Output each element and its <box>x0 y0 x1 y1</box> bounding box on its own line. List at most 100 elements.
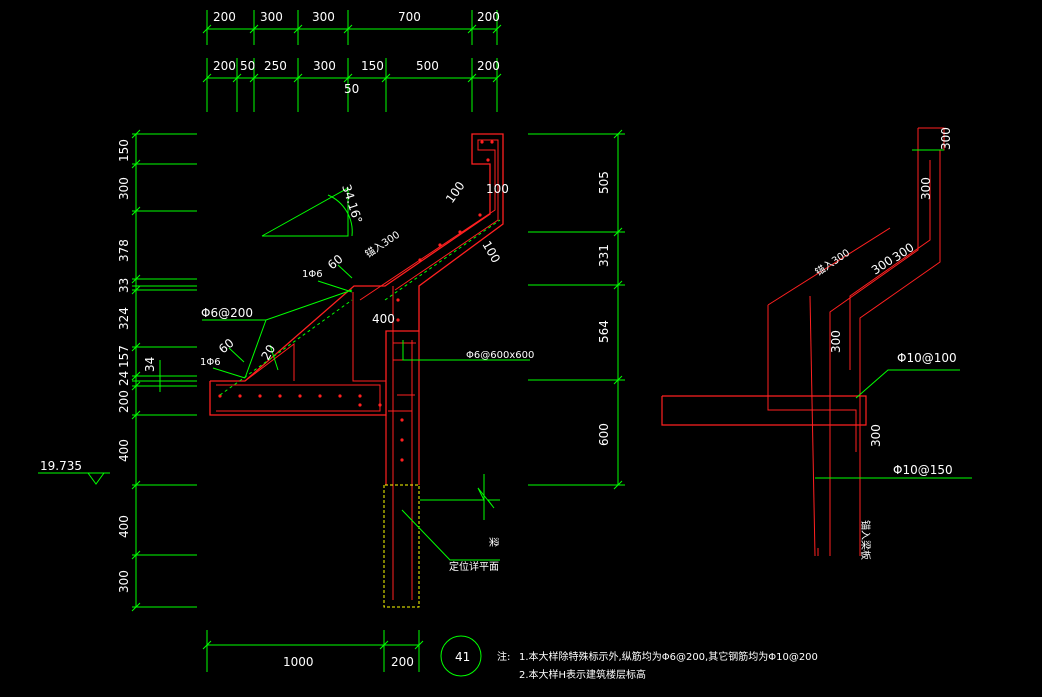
rebar-dot <box>480 140 484 144</box>
dim-label: 200 <box>391 655 414 669</box>
detail-slab-outline <box>661 395 867 426</box>
break-line <box>420 487 500 509</box>
dim-label: 34 <box>143 357 157 372</box>
dimension-tick <box>414 640 424 650</box>
rebar-label-phi6-grid: Φ6@600x600 <box>466 350 534 361</box>
dim-label: 50 <box>344 82 359 96</box>
rebar-dot <box>478 213 482 217</box>
detail-rebar-inner <box>859 150 941 556</box>
dimension-tick <box>131 381 141 391</box>
detail-rebar-slope <box>767 227 891 306</box>
dim-label: 200 <box>117 390 131 413</box>
dim-label: 200 <box>477 10 500 24</box>
slope-triangle <box>261 187 349 237</box>
dimension-tick <box>613 375 623 385</box>
dim-400: 400 <box>372 312 395 326</box>
detail-rebar-phi10-100: Φ10@100 <box>897 351 957 365</box>
dim-label: 24 <box>117 371 131 386</box>
roof-angle-label: 34.16° <box>339 183 365 226</box>
dim-label: 300 <box>117 177 131 200</box>
dim-label: 33 <box>117 278 131 293</box>
joint-rebar <box>388 410 413 440</box>
dimension-tick <box>343 73 353 83</box>
bottom-dimension-row: 1000 200 <box>283 655 414 669</box>
dim-label: 378 <box>117 239 131 262</box>
detail-dim-300-mid: 300 <box>829 330 843 353</box>
dimension-tick <box>467 24 477 34</box>
anchorage-label: 锚入300 <box>363 229 402 261</box>
dim-label: 331 <box>597 244 611 267</box>
detail-mark-number: 41 <box>455 650 470 664</box>
detail-embed-label: 锚入梁板 <box>859 520 872 560</box>
notes-line-2: 2.本大样H表示建筑楼层标高 <box>519 668 646 681</box>
dim-label: 200 <box>213 10 236 24</box>
dim-label: 250 <box>264 59 287 73</box>
rebar-dot <box>378 403 382 407</box>
rebar-dot <box>358 394 362 398</box>
dimension-tick <box>131 342 141 352</box>
rebar-dot <box>218 394 222 398</box>
dimension-tick <box>202 73 212 83</box>
detail-mark-circle <box>440 635 482 677</box>
right-dimension-column: 505 331 564 600 <box>597 171 611 446</box>
beam-outline <box>383 484 420 608</box>
rebar-dot <box>396 298 400 302</box>
dimension-tick <box>492 24 502 34</box>
gutter-rebar <box>359 139 499 301</box>
dim-label: 1000 <box>283 655 314 669</box>
dimension-tick <box>293 73 303 83</box>
dimension-tick <box>613 227 623 237</box>
dimension-tick <box>249 24 259 34</box>
dimension-tick <box>467 73 477 83</box>
rebar-label-1phi6-top: 1Φ6 <box>302 269 323 280</box>
dimension-tick <box>131 602 141 612</box>
dimension-tick <box>249 73 259 83</box>
dim-label: 324 <box>117 307 131 330</box>
dim-label: 700 <box>398 10 421 24</box>
dimension-tick <box>131 206 141 216</box>
dim-100-b: 100 <box>486 182 509 196</box>
dimension-tick <box>131 274 141 284</box>
dim-label: 300 <box>117 570 131 593</box>
dimension-tick <box>131 480 141 490</box>
locate-per-plan-label: 定位详平面 <box>449 560 499 573</box>
dim-label: 505 <box>597 171 611 194</box>
slab-rebar <box>216 384 381 412</box>
rebar-label-phi6-200: Φ6@200 <box>201 306 253 320</box>
dimension-tick <box>131 159 141 169</box>
leader-phi6-grid <box>402 340 530 361</box>
dimension-tick <box>131 550 141 560</box>
detail-dim-300-top: 300 <box>939 127 953 150</box>
detail-dim-300-low: 300 <box>869 424 883 447</box>
dimension-tick <box>613 480 623 490</box>
dim-label: 50 <box>240 59 255 73</box>
rebar-dot <box>298 394 302 398</box>
dim-label: 150 <box>117 139 131 162</box>
detail-dim-300-vert: 300 <box>919 177 933 200</box>
detail-rebar-mid <box>849 160 931 370</box>
dim-label: 600 <box>597 423 611 446</box>
rebar-dot <box>438 243 442 247</box>
rebar-dot <box>400 418 404 422</box>
dim-label: 300 <box>312 10 335 24</box>
dim-label: 150 <box>361 59 384 73</box>
dim-label: 300 <box>313 59 336 73</box>
slope-guide <box>384 219 501 301</box>
dimension-tick <box>131 285 141 295</box>
upturn-wall <box>352 292 387 382</box>
rebar-dot <box>400 458 404 462</box>
angle-arc <box>327 194 353 237</box>
dimension-tick <box>202 24 212 34</box>
notes-prefix: 注: <box>497 650 510 663</box>
dimension-tick <box>232 73 242 83</box>
beam-label: 梁 <box>487 537 500 547</box>
leader-locate <box>401 509 500 561</box>
top-dimension-row-1: 200 300 300 700 200 <box>213 10 500 24</box>
dim-60-left: 60 <box>216 336 237 357</box>
dimension-tick <box>131 371 141 381</box>
slab-edge <box>244 342 295 382</box>
leader-phi6-200 <box>244 319 267 379</box>
rebar-dot <box>278 394 282 398</box>
dim-label: 564 <box>597 320 611 343</box>
